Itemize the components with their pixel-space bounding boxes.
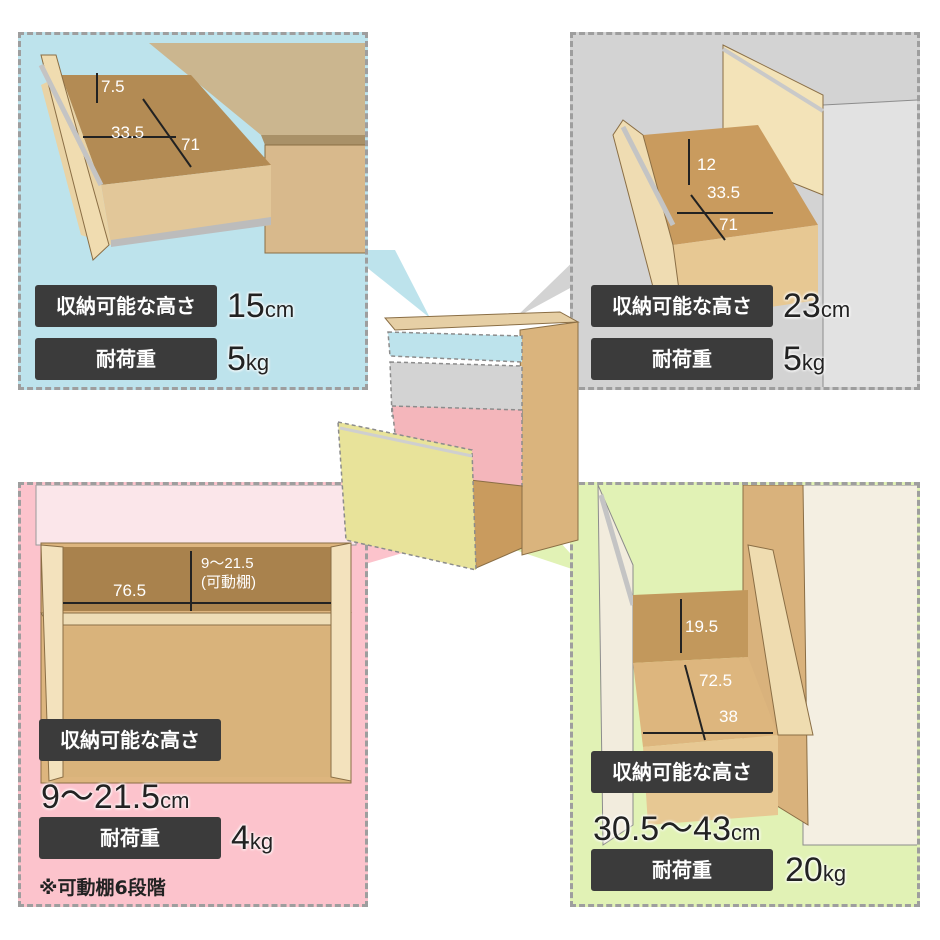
- top-drawer-load-value: 5kg: [227, 340, 270, 378]
- bottom-drawer-load-label: 耐荷重: [591, 849, 773, 891]
- movable-shelf-note: ※可動棚6段階: [39, 877, 166, 899]
- bottom-drawer-depth-dim: 72.5: [699, 671, 733, 690]
- top-drawer-depth-height-dim: 7.5: [101, 77, 125, 96]
- open-shelf-height-label: 収納可能な高さ: [39, 719, 221, 761]
- second-drawer-depth-height-dim: 12: [697, 155, 716, 174]
- second-drawer-width-dim: 33.5: [707, 183, 741, 202]
- bottom-drawer-load-value: 20kg: [785, 851, 847, 889]
- bottom-drawer-depth-height-dim: 19.5: [685, 617, 719, 636]
- top-drawer-height-label: 収納可能な高さ: [35, 285, 217, 327]
- top-drawer-illustration: [38, 43, 365, 261]
- top-drawer-depth-dim: 71: [181, 135, 200, 154]
- open-shelf-height-value: 9～21.5cm: [41, 778, 190, 816]
- bottom-drawer-width-dim: 38: [719, 707, 738, 726]
- top-drawer-panel: 7.5 33.5 71 収納可能な高さ 15cm 耐荷重 5kg: [18, 32, 368, 390]
- second-drawer-load-value: 5kg: [783, 340, 826, 378]
- second-drawer-height-value: 23cm: [783, 287, 851, 325]
- open-shelf-height-dim: 9～21.5: [201, 555, 254, 572]
- bottom-drawer-height-value: 30.5～43cm: [593, 810, 761, 848]
- bottom-drawer-height-label: 収納可能な高さ: [591, 751, 773, 793]
- second-drawer-depth-dim: 71: [719, 215, 738, 234]
- second-drawer-height-label: 収納可能な高さ: [591, 285, 773, 327]
- top-drawer-width-dim: 33.5: [111, 123, 145, 142]
- open-shelf-movable-shelf-note: (可動棚): [201, 574, 256, 591]
- second-drawer-panel: 12 33.5 71 収納可能な高さ 23cm 耐荷重 5kg: [570, 32, 920, 390]
- bottom-drawer-panel: 19.5 72.5 38 収納可能な高さ 30.5～43cm 耐荷重 20kg: [570, 482, 920, 907]
- second-drawer-load-label: 耐荷重: [591, 338, 773, 380]
- open-shelf-load-label: 耐荷重: [39, 817, 221, 859]
- open-shelf-load-value: 4kg: [231, 819, 274, 857]
- open-shelf-width-dim: 76.5: [113, 581, 147, 600]
- open-shelf-panel: 76.5 9～21.5 (可動棚) 収納可能な高さ 9～21.5cm 耐荷重 4…: [18, 482, 368, 907]
- second-drawer-illustration: [612, 44, 917, 387]
- top-drawer-load-label: 耐荷重: [35, 338, 217, 380]
- top-drawer-height-value: 15cm: [227, 287, 295, 325]
